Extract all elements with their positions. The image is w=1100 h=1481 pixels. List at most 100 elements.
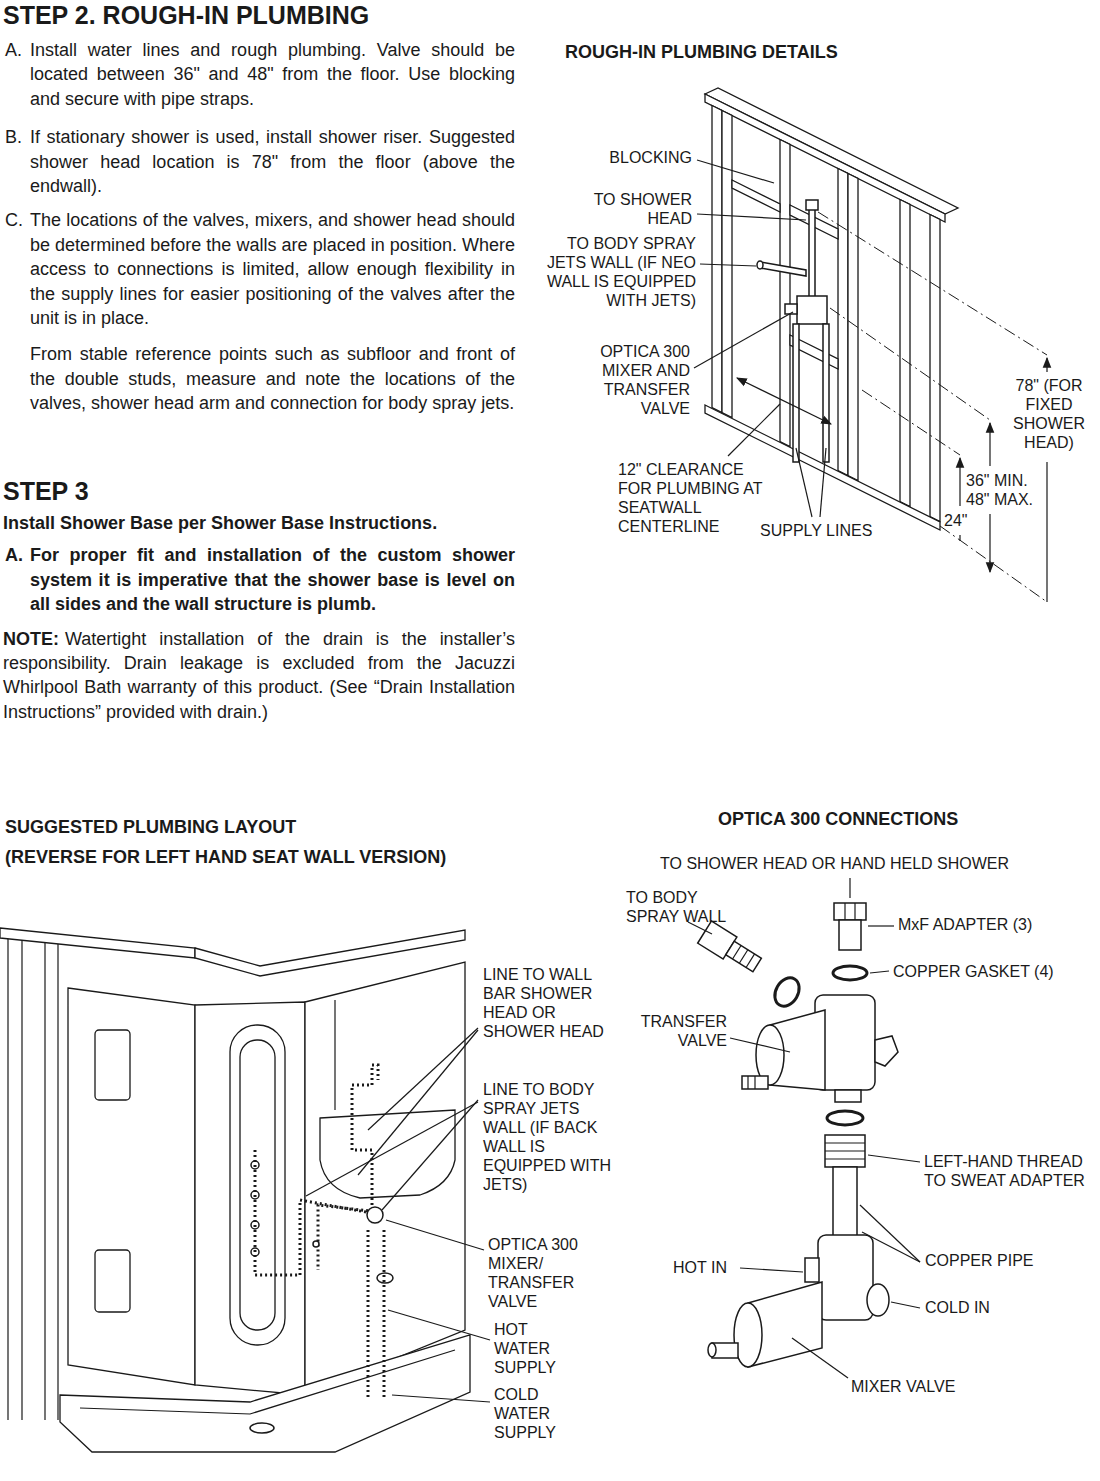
list-letter: B. — [5, 125, 22, 149]
shower-enclosure — [7, 935, 8, 1420]
shower-enclosure — [250, 1423, 274, 1433]
shower-enclosure — [95, 1250, 130, 1312]
instruction-text: For proper fit and installation of the c… — [30, 543, 515, 616]
leader-line — [849, 878, 850, 898]
callout-label: COPPER PIPE — [925, 1251, 1033, 1270]
figure-title: ROUGH-IN PLUMBING DETAILS — [565, 40, 838, 64]
shower-enclosure — [195, 930, 465, 976]
instruction-heading: Install Shower Base per Shower Base Inst… — [3, 511, 437, 535]
wall-framing — [712, 106, 722, 413]
callout-label: MxF ADAPTER (3) — [898, 915, 1032, 934]
plumbing-route — [313, 1241, 319, 1247]
dimension-line — [959, 535, 960, 541]
valve-parts — [827, 1111, 863, 1125]
instruction-text: Install water lines and rough plumbing. … — [30, 38, 515, 111]
valve-parts — [835, 1090, 861, 1102]
rough-in-pipes — [797, 296, 827, 324]
dimension-line — [862, 390, 960, 455]
shower-enclosure — [57, 940, 58, 1420]
list-letter: C. — [5, 208, 23, 232]
leader-line — [358, 1030, 478, 1175]
shower-enclosure — [251, 1161, 259, 1169]
shower-enclosure — [0, 928, 195, 958]
valve-parts — [875, 1036, 898, 1066]
rough-in-pipes — [757, 200, 829, 462]
dimension-line — [989, 423, 990, 466]
dimension-line — [737, 378, 831, 424]
note-text: Watertight installation of the drain is … — [3, 627, 515, 725]
valve-parts — [698, 921, 764, 976]
callout-label: COPPER GASKET (4) — [893, 962, 1054, 981]
valve-parts — [739, 950, 747, 964]
valve-parts — [825, 1135, 865, 1167]
leader-line — [796, 448, 812, 517]
callout-label: MIXER VALVE — [851, 1377, 955, 1396]
callout-label: COLD IN — [925, 1298, 990, 1317]
valve-parts — [839, 920, 861, 950]
rough-in-pipes — [809, 208, 815, 298]
shower-enclosure — [195, 1002, 305, 1395]
rough-in-pipes — [760, 262, 806, 276]
page-heading: STEP 2. ROUGH-IN PLUMBING — [3, 0, 369, 30]
valve-parts — [733, 945, 741, 959]
leader-line — [697, 214, 806, 220]
wall-framing — [838, 169, 848, 476]
rough-in-pipes — [823, 324, 829, 462]
valve-parts — [746, 954, 754, 968]
shower-enclosure — [320, 1110, 455, 1198]
valve-parts — [844, 903, 845, 920]
wall-framing — [780, 140, 790, 447]
leader-line — [891, 1302, 920, 1308]
instruction-text: The locations of the valves, mixers, and… — [30, 208, 515, 330]
wall-framing — [705, 88, 958, 214]
note-label: NOTE: — [3, 627, 59, 651]
wall-framing — [732, 180, 780, 212]
callout-label: 12" CLEARANCE FOR PLUMBING AT SEATWALL C… — [618, 460, 768, 536]
shower-enclosure — [240, 1040, 275, 1330]
callout-label: LINE TO WALL BAR SHOWER HEAD OR SHOWER H… — [483, 965, 615, 1041]
leader-line — [386, 1220, 484, 1250]
callout-label: SUPPLY LINES — [760, 521, 872, 540]
rough-in-pipes — [757, 261, 763, 269]
figure-title: SUGGESTED PLUMBING LAYOUT — [5, 815, 296, 839]
shower-enclosure — [68, 988, 195, 1385]
instruction-text: If stationary shower is used, install sh… — [30, 125, 515, 198]
valve-parts — [833, 1167, 857, 1237]
shower-enclosure — [95, 1030, 130, 1100]
callout-label: TRANSFER VALVE — [627, 1012, 727, 1050]
valve-parts — [818, 1235, 873, 1320]
valve-parts — [825, 1150, 865, 1151]
shower-enclosure — [80, 1350, 455, 1414]
callout-label: TO BODY SPRAY JETS WALL (IF NEO WALL IS … — [536, 234, 696, 310]
wall-framing — [705, 94, 945, 222]
valve-parts — [825, 1158, 865, 1159]
rough-in-pipes — [806, 200, 818, 210]
wall-framing — [930, 215, 940, 522]
shower-enclosure — [60, 1335, 470, 1452]
wall-framing — [900, 200, 910, 507]
dimension-line — [830, 308, 990, 420]
leader-line — [306, 1028, 490, 1402]
dimension-line — [737, 212, 1047, 602]
rough-in-pipes — [793, 324, 799, 462]
valve-parts — [742, 1076, 768, 1089]
figure-title: OPTICA 300 CONNECTIONS — [718, 807, 958, 831]
leader-line — [697, 160, 774, 183]
valve-parts — [854, 903, 855, 920]
shower-enclosure — [44, 938, 45, 1420]
leader-line — [728, 404, 780, 456]
valve-parts — [747, 1076, 748, 1089]
shower-enclosure — [251, 1191, 259, 1199]
callout-label: COLD WATER SUPPLY — [494, 1385, 574, 1442]
leader-line — [868, 925, 894, 926]
shower-enclosure — [334, 1000, 335, 1110]
dimension-line — [989, 514, 990, 572]
leader-line — [868, 1155, 920, 1162]
callout-label: HOT IN — [673, 1258, 727, 1277]
valve-parts — [805, 1258, 819, 1282]
callout-label: OPTICA 300 MIXER AND TRANSFER VALVE — [570, 342, 690, 418]
valve-parts — [726, 941, 762, 972]
leader-line — [368, 1028, 478, 1130]
shower-enclosure — [230, 1025, 285, 1345]
